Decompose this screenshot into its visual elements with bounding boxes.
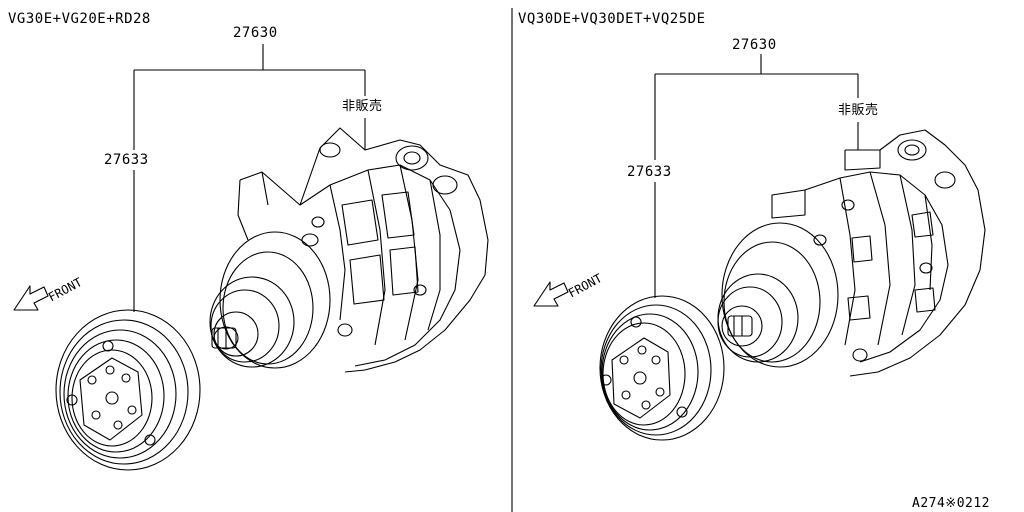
left-not-for-sale-note: 非販売: [342, 99, 383, 114]
right-leader-lines: [654, 54, 859, 298]
diagram-reference-code: A274※0212: [912, 496, 991, 511]
clutch-pulley-right: [599, 295, 725, 441]
compressor-body-right: [717, 129, 986, 377]
right-engine-title: VQ30DE+VQ30DET+VQ25DE: [518, 11, 706, 27]
left-clutch-part-number[interactable]: 27633: [104, 152, 149, 168]
left-engine-title: VG30E+VG20E+RD28: [8, 11, 151, 27]
right-clutch-part-number[interactable]: 27633: [627, 164, 672, 180]
front-arrow-icon: [13, 285, 49, 311]
left-leader-lines: [133, 44, 366, 312]
compressor-body-left: [209, 127, 489, 373]
left-assembly-part-number[interactable]: 27630: [233, 25, 278, 41]
right-assembly-part-number[interactable]: 27630: [732, 37, 777, 53]
front-arrow-icon-right: [533, 281, 569, 307]
clutch-pulley-left: [55, 309, 201, 471]
right-not-for-sale-note: 非販売: [838, 103, 879, 118]
